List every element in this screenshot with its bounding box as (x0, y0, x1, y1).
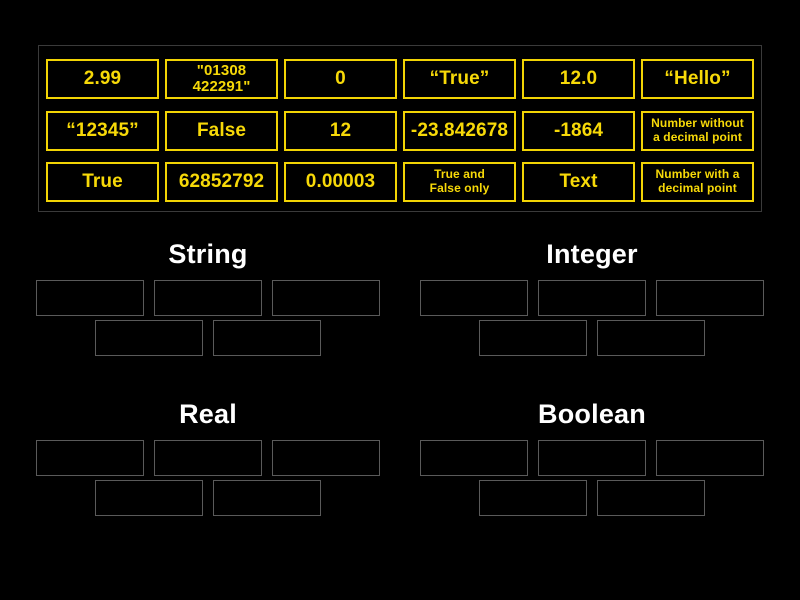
drop-slot[interactable] (597, 480, 705, 516)
answer-tile[interactable]: “12345” (46, 111, 159, 151)
slot-row (8, 480, 408, 516)
category-boolean: Boolean (392, 394, 792, 516)
slot-row (392, 480, 792, 516)
answer-tile[interactable]: -1864 (522, 111, 635, 151)
answer-tile[interactable]: 12.0 (522, 59, 635, 99)
tile-row: True 62852792 0.00003 True and False onl… (46, 162, 754, 202)
drop-slot[interactable] (272, 280, 380, 316)
drop-slot[interactable] (213, 480, 321, 516)
slot-row (8, 440, 408, 476)
drop-slot[interactable] (95, 320, 203, 356)
category-integer: Integer (392, 234, 792, 356)
drop-slot[interactable] (36, 280, 144, 316)
drop-slot[interactable] (36, 440, 144, 476)
slot-row (392, 320, 792, 356)
answer-tile[interactable]: “True” (403, 59, 516, 99)
category-title: Real (179, 399, 237, 429)
answer-tile[interactable]: -23.842678 (403, 111, 516, 151)
answer-tile[interactable]: True and False only (403, 162, 516, 202)
category-real: Real (8, 394, 408, 516)
tile-row: “12345” False 12 -23.842678 -1864 Number… (46, 111, 754, 151)
drop-slot[interactable] (213, 320, 321, 356)
category-title: Boolean (538, 399, 646, 429)
answer-tile[interactable]: “Hello” (641, 59, 754, 99)
drop-slot[interactable] (420, 440, 528, 476)
drop-slot[interactable] (656, 440, 764, 476)
drop-slot[interactable] (420, 280, 528, 316)
drop-slot[interactable] (154, 440, 262, 476)
category-title: String (168, 239, 248, 269)
answer-tile[interactable]: 2.99 (46, 59, 159, 99)
answer-tile[interactable]: 0.00003 (284, 162, 397, 202)
slot-row (392, 280, 792, 316)
answer-tile[interactable]: 62852792 (165, 162, 278, 202)
drop-slot[interactable] (656, 280, 764, 316)
answer-tile[interactable]: Number with a decimal point (641, 162, 754, 202)
answer-tile[interactable]: Number without a decimal point (641, 111, 754, 151)
answer-tile[interactable]: 0 (284, 59, 397, 99)
drop-slot[interactable] (538, 440, 646, 476)
drop-slot[interactable] (479, 320, 587, 356)
answer-tile[interactable]: True (46, 162, 159, 202)
slot-row (392, 440, 792, 476)
answer-tile[interactable]: Text (522, 162, 635, 202)
answer-tile[interactable]: False (165, 111, 278, 151)
answer-tile[interactable]: "01308 422291" (165, 59, 278, 99)
drop-slot[interactable] (597, 320, 705, 356)
slot-row (8, 280, 408, 316)
category-title: Integer (546, 239, 638, 269)
category-string: String (8, 234, 408, 356)
slot-row (8, 320, 408, 356)
drop-slot[interactable] (538, 280, 646, 316)
answer-tile[interactable]: 12 (284, 111, 397, 151)
drop-slot[interactable] (272, 440, 380, 476)
tile-row: 2.99 "01308 422291" 0 “True” 12.0 “Hello… (46, 59, 754, 99)
drop-slot[interactable] (479, 480, 587, 516)
answer-tile-bank: 2.99 "01308 422291" 0 “True” 12.0 “Hello… (38, 45, 762, 212)
drop-slot[interactable] (154, 280, 262, 316)
drop-slot[interactable] (95, 480, 203, 516)
